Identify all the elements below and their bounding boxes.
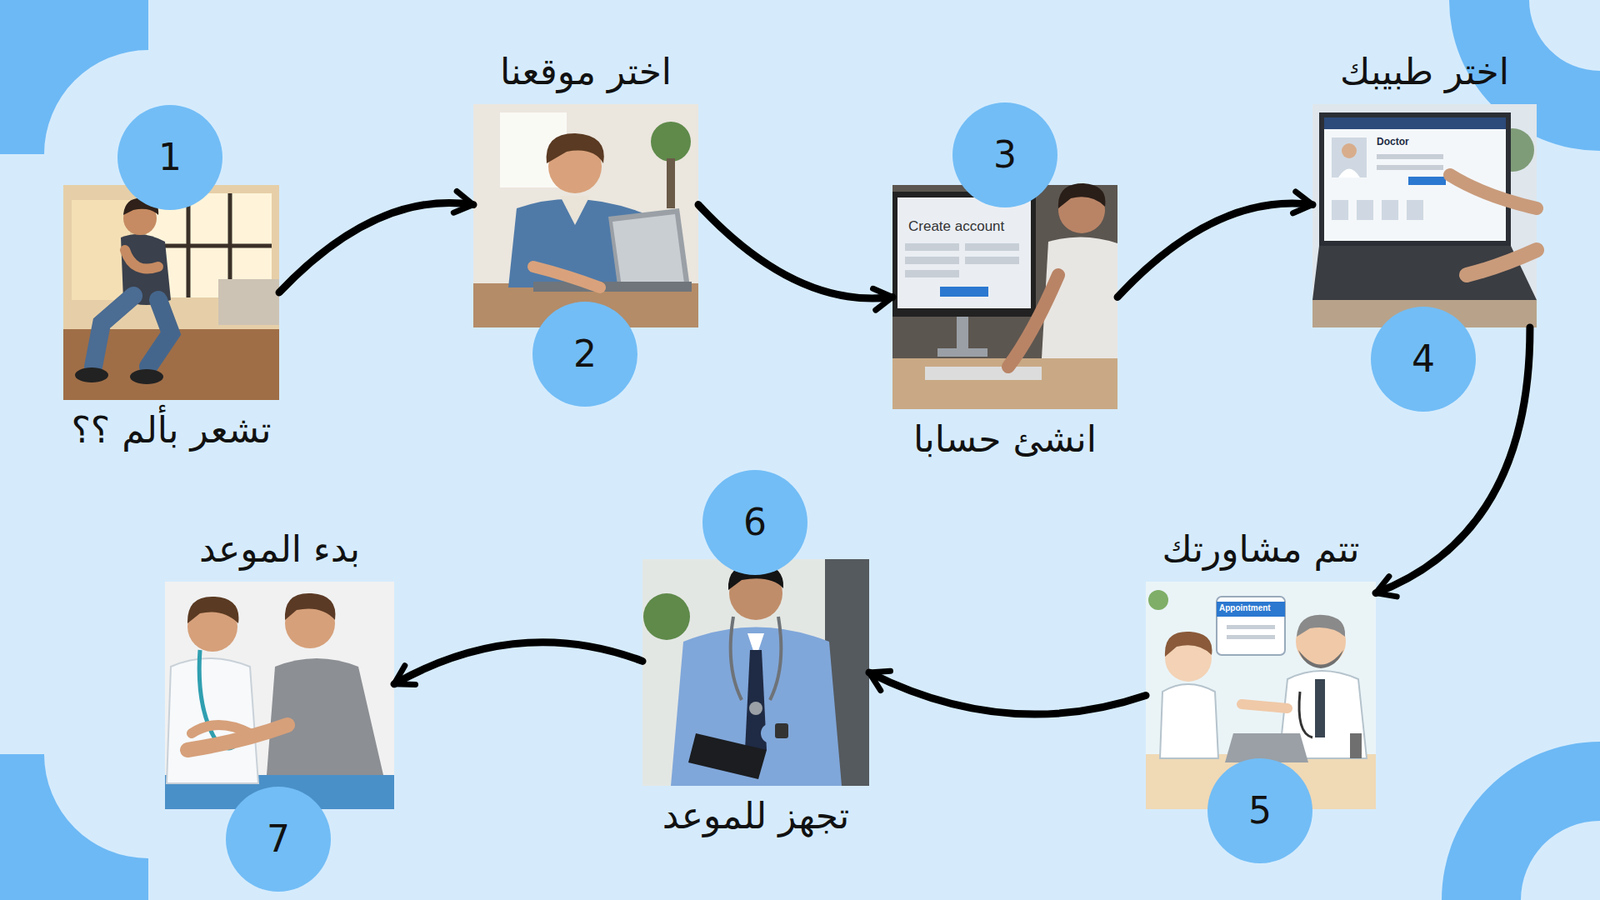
step-tile: تتم مشاورتك5 — [1145, 581, 1376, 810]
flow-arrow — [698, 205, 893, 299]
step-number-text: 4 — [1411, 340, 1435, 378]
picture-text: Appointment — [1219, 603, 1271, 614]
step-number: 1 — [117, 105, 223, 210]
corner-shape — [1441, 741, 1600, 900]
step-tile: اختر طبيبك4 — [1312, 104, 1537, 328]
step-number-text: 7 — [266, 820, 290, 858]
step-number: 7 — [225, 786, 331, 892]
illustration-appointment — [165, 581, 395, 810]
step-number-text: 2 — [573, 335, 597, 373]
step-number-text: 5 — [1248, 792, 1272, 830]
step-tile: تشعر بألم ؟؟1 — [63, 185, 280, 400]
flow-arrow — [1117, 203, 1313, 297]
step-caption: اختر موقعنا — [500, 50, 672, 95]
step-tile: تجهز للموعد6 — [642, 559, 870, 786]
step-caption: انشئ حسابا — [913, 417, 1097, 462]
flow-arrow — [869, 672, 1146, 715]
step-number: 2 — [532, 301, 638, 407]
step-number-text: 1 — [158, 139, 182, 176]
illustration-doctor — [1312, 104, 1537, 328]
illustration-prepare — [642, 559, 870, 786]
flow-arrow — [279, 202, 474, 293]
step-caption: تتم مشاورتك — [1162, 527, 1360, 572]
step-number-text: 6 — [743, 504, 767, 541]
step-caption: بدء الموعد — [199, 527, 360, 572]
picture-text: Doctor — [1376, 136, 1410, 149]
flow-arrow — [394, 642, 643, 685]
step-tile: اختر موقعنا2 — [473, 104, 699, 328]
picture-text: Create account — [908, 218, 1005, 235]
step-number: 6 — [702, 470, 808, 575]
illustration-pain — [63, 185, 280, 400]
step-tile: بدء الموعد7 — [165, 581, 395, 810]
step-caption: تجهز للموعد — [662, 794, 850, 839]
step-caption: تشعر بألم ؟؟ — [70, 408, 271, 453]
illustration-website — [473, 104, 699, 328]
illustration-account — [892, 183, 1118, 410]
step-number: 5 — [1207, 758, 1313, 864]
step-number: 3 — [952, 102, 1058, 208]
step-tile: انشئ حسابا3 — [892, 185, 1118, 410]
step-caption: اختر طبيبك — [1340, 50, 1510, 95]
step-number: 4 — [1370, 306, 1476, 412]
step-number-text: 3 — [993, 136, 1017, 174]
corner-shape — [0, 754, 149, 900]
